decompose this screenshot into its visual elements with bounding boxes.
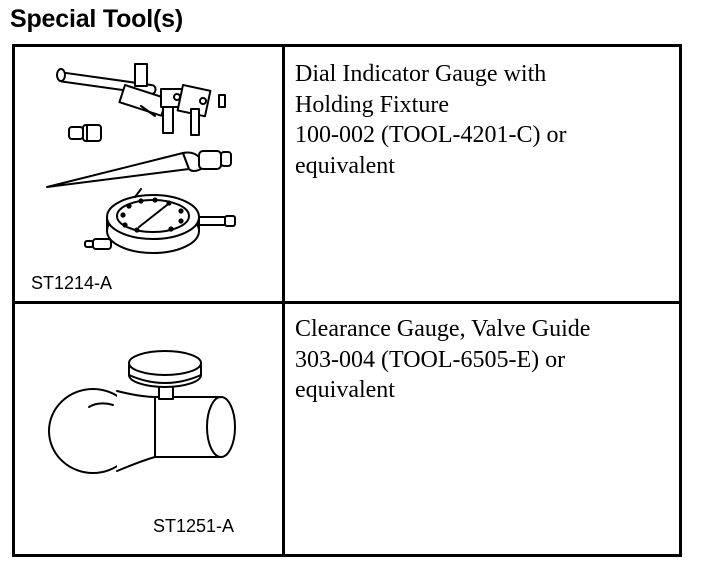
tool-description-line: Clearance Gauge, Valve Guide (295, 316, 591, 342)
probe-icon (46, 150, 232, 188)
row-divider (15, 301, 679, 304)
page-heading: Special Tool(s) (10, 5, 183, 33)
dial-indicator-gauge-illustration (46, 63, 236, 254)
tool-description-line: Holding Fixture (295, 91, 449, 118)
tool-description: Clearance Gauge, Valve Guide 303-004 (TO… (295, 314, 590, 406)
valve-guide-clearance-gauge-illustration (48, 350, 236, 474)
tool-description-line: equivalent (295, 377, 395, 403)
holding-fixture-icon (56, 63, 226, 136)
clearance-gauge-icon (48, 350, 236, 474)
adapter-pieces-icon (68, 124, 102, 142)
special-tools-table: ST1214-A Dial Indicator Gauge with Holdi… (12, 44, 682, 557)
tool-description-line: 303-004 (TOOL-6505-E) or (295, 346, 566, 373)
tool-image-code: ST1214-A (31, 273, 113, 293)
tool-description-line: equivalent (295, 152, 395, 179)
tool-image-code: ST1251-A (153, 516, 235, 536)
tool-description-line: 100-002 (TOOL-4201-C) or (295, 122, 567, 148)
column-divider (282, 47, 285, 554)
tool-description: Dial Indicator Gauge with Holding Fixtur… (295, 59, 567, 181)
tool-description-line: Dial Indicator Gauge with (295, 61, 547, 87)
dial-face-icon (84, 188, 236, 254)
